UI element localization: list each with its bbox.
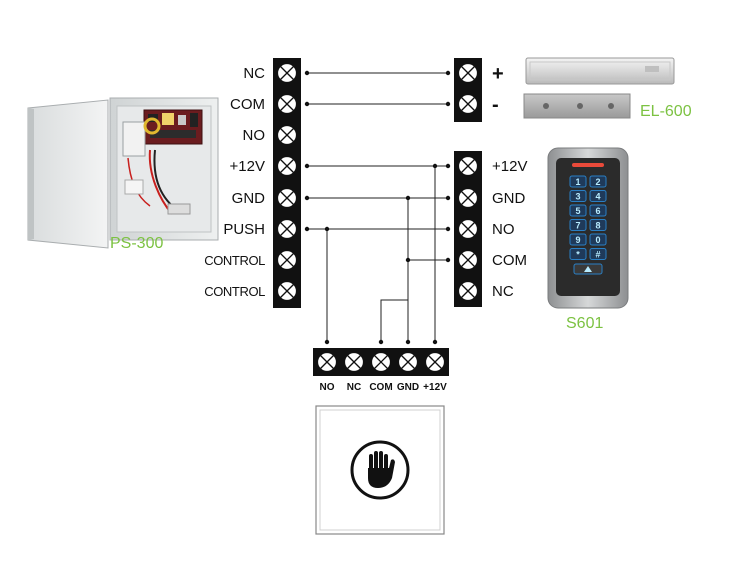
keypad-key: 4 [589,190,607,202]
svg-text:8: 8 [595,221,600,231]
lock-terminal-screw [457,62,479,84]
keypad-terminal-screw [457,249,479,271]
exit-button-image [315,405,445,535]
keypad-key: 0 [589,233,607,246]
exit-terminal-label: +12V [423,382,447,393]
ps-terminal-screw [276,124,298,146]
keypad-key: # [589,248,607,260]
lock-terminal-screw [457,93,479,115]
ps-terminal-screw [276,218,298,240]
keypad-key: * [569,248,587,260]
keypad-key: 3 [569,190,587,202]
ps-terminal-label: CONTROL [204,284,265,299]
keypad-terminal-screw [457,155,479,177]
wires [304,70,451,345]
ps-terminal-screw [276,187,298,209]
exit-button-terminal-strip: NO NC COM GND +12V [313,348,449,393]
exit-terminal-label: GND [397,382,419,393]
keypad-terminal-label: COM [492,252,527,269]
exit-terminal-screw [397,351,419,373]
keypad-terminal-screw [457,218,479,240]
ps-terminal-label: GND [232,190,266,207]
magnetic-lock-image [523,57,675,119]
lock-terminal-label: + [492,63,504,85]
lock-terminal-label: - [492,94,499,116]
svg-text:6: 6 [595,206,600,216]
keypad-terminal-screw [457,187,479,209]
exit-terminal-label: NC [347,382,361,393]
lock-label: EL-600 [640,103,692,120]
ps-terminal-label: COM [230,96,265,113]
exit-terminal-screw [316,351,338,373]
ps-terminal-label: PUSH [223,221,265,238]
exit-terminal-label: COM [369,382,392,393]
ps-terminal-label: +12V [230,158,265,175]
exit-terminal-screw [424,351,446,373]
keypad-key: 5 [569,204,587,217]
keypad-image: 1 2 3 4 5 6 7 8 9 0 * # [547,147,629,309]
ps-terminal-label: CONTROL [204,253,265,268]
exit-terminal-label: NO [320,382,335,393]
hand-icon [368,451,395,488]
power-supply-terminal-strip: NC COM NO +12V GND PUSH CONTROL CONTROL [204,58,301,308]
power-supply-label: PS-300 [110,235,163,252]
svg-text:3: 3 [575,192,580,202]
keypad-terminal-label: GND [492,190,526,207]
keypad-terminal-strip: +12V GND NO COM NC [454,151,527,307]
keypad-key: 8 [589,219,607,231]
svg-text:*: * [576,250,580,260]
svg-text:4: 4 [595,192,600,202]
ps-terminal-label: NO [243,127,266,144]
keypad-terminal-screw [457,280,479,302]
svg-text:1: 1 [575,177,580,187]
keypad-terminal-label: NO [492,221,515,238]
ps-terminal-screw [276,249,298,271]
exit-terminal-screw [370,351,392,373]
power-supply-image [27,97,219,249]
keypad-key: 9 [569,233,587,246]
ps-terminal-screw [276,93,298,115]
keypad-key: 2 [589,175,607,188]
keypad-label: S601 [566,315,603,332]
ps-terminal-screw [276,155,298,177]
ps-terminal-label: NC [243,65,265,82]
ps-terminal-screw [276,280,298,302]
svg-text:7: 7 [575,221,580,231]
svg-text:0: 0 [595,235,600,245]
keypad-key: 1 [569,175,587,188]
keypad-key: 6 [589,204,607,217]
svg-text:2: 2 [595,177,600,187]
lock-terminal-strip: +- [454,58,504,122]
keypad-key: 7 [569,219,587,231]
svg-text:9: 9 [575,235,580,245]
exit-terminal-screw [343,351,365,373]
svg-text:#: # [595,250,600,260]
keypad-terminal-label: +12V [492,158,527,175]
ps-terminal-screw [276,62,298,84]
svg-text:5: 5 [575,206,580,216]
keypad-terminal-label: NC [492,283,514,300]
